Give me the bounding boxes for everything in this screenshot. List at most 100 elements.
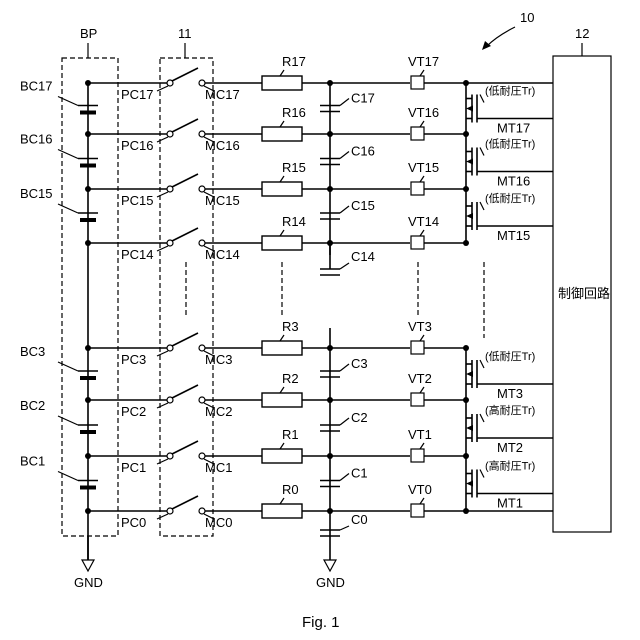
capacitor-leader [340,364,349,371]
terminal-leader [420,335,424,341]
mc-label: MC0 [205,515,232,530]
battery-cell-leader [58,97,78,106]
battery-cell-short-plate [80,486,96,490]
battery-cell-short-plate [80,430,96,434]
transistor-label: MT17 [497,121,530,136]
voltage-terminal [411,504,424,517]
pc-label: PC17 [121,87,154,102]
terminal-leader [420,387,424,393]
transistor-node-dot [463,240,469,246]
voltage-terminal [411,127,424,140]
switch-right-terminal [199,131,205,137]
pc-leader [157,137,168,142]
voltage-terminal [411,449,424,462]
terminal-leader [420,121,424,127]
transistor-voltage-note: (低耐圧Tr) [485,192,535,205]
capacitor-leader [340,526,349,530]
capacitor-node-dot [327,186,333,192]
capacitor-label: C3 [351,356,368,371]
switch-right-terminal [199,345,205,351]
terminal-leader [420,443,424,449]
pc-leader [157,403,168,408]
switch-blade [172,496,198,509]
capacitor-label: C15 [351,198,375,213]
capacitor-label: C2 [351,410,368,425]
pc-leader [157,246,168,251]
resistor-leader [280,498,284,504]
ref-system-arrowhead [482,41,491,50]
switch-right-terminal [199,186,205,192]
terminal-leader [420,498,424,504]
resistor-leader [280,230,284,236]
pc-label: PC15 [121,193,154,208]
transistor-note-leader [480,414,484,422]
battery-cell-label: BC2 [20,398,45,413]
voltage-terminal [411,341,424,354]
capacitor-leader [340,99,349,106]
battery-cell-label: BC16 [20,132,53,147]
switch-blade [172,68,198,81]
resistor [262,341,302,355]
transistor-node-dot [463,453,469,459]
resistor-label: R15 [282,160,306,175]
transistor-voltage-note: (低耐圧Tr) [485,350,535,363]
switch-right-terminal [199,240,205,246]
transistor-note-leader [480,148,484,156]
mosfet-arrow [466,425,473,431]
capacitor-label: C1 [351,466,368,481]
mc-label: MC1 [205,460,232,475]
mosfet-arrow [466,106,473,112]
pc-label: PC3 [121,352,146,367]
battery-cell-label: BC17 [20,79,53,94]
capacitor-ground: GND [316,560,345,590]
transistor-label: MT16 [497,174,530,189]
mosfet-arrow [466,213,473,219]
transistor-voltage-note: (高耐圧Tr) [485,459,535,473]
transistor-note-leader [480,360,484,368]
transistor-note-leader [480,470,484,478]
switch-blade [172,119,198,132]
resistor-leader [280,335,284,341]
pc-label: PC16 [121,138,154,153]
resistor [262,449,302,463]
transistor-note-leader [480,202,484,210]
transistor-node-dot [463,397,469,403]
capacitor-label: C16 [351,144,375,159]
voltage-terminal-label: VT17 [408,54,439,69]
resistor-label: R17 [282,54,306,69]
switch-blade [172,174,198,187]
mosfet-arrow [466,159,473,165]
pc-leader [157,192,168,197]
battery-cell-label: BC3 [20,344,45,359]
resistor [262,393,302,407]
battery-pack-label: BP [80,26,97,41]
resistor-leader [280,387,284,393]
voltage-terminal-label: VT0 [408,482,432,497]
battery-cell-short-plate [80,164,96,168]
mc-label: MC2 [205,404,232,419]
control-circuit-label: 制御回路 [558,286,610,301]
battery-cell-label: BC15 [20,186,53,201]
pc-label: PC2 [121,404,146,419]
transistor-voltage-note: (高耐圧Tr) [485,403,535,417]
switch-right-terminal [199,453,205,459]
voltage-terminal-label: VT15 [408,160,439,175]
switch-right-terminal [199,508,205,514]
resistor-label: R16 [282,105,306,120]
pc-leader [157,514,168,519]
transistor-voltage-note: (低耐圧Tr) [485,85,535,98]
resistor [262,182,302,196]
switch-blade [172,441,198,454]
resistor-leader [280,121,284,127]
capacitor-node-dot [327,453,333,459]
stage-rows: PC17MC17R17VT17PC16MC16R16VT16PC15MC15R1… [20,54,553,536]
pc-label: PC1 [121,460,146,475]
resistor-label: R14 [282,214,306,229]
resistor-label: R1 [282,427,299,442]
transistor-node-dot [463,186,469,192]
battery-pack-box [62,58,118,536]
voltage-terminal [411,236,424,249]
battery-cell-leader [58,204,78,213]
terminal-leader [420,176,424,182]
capacitor-node-dot [327,80,333,86]
